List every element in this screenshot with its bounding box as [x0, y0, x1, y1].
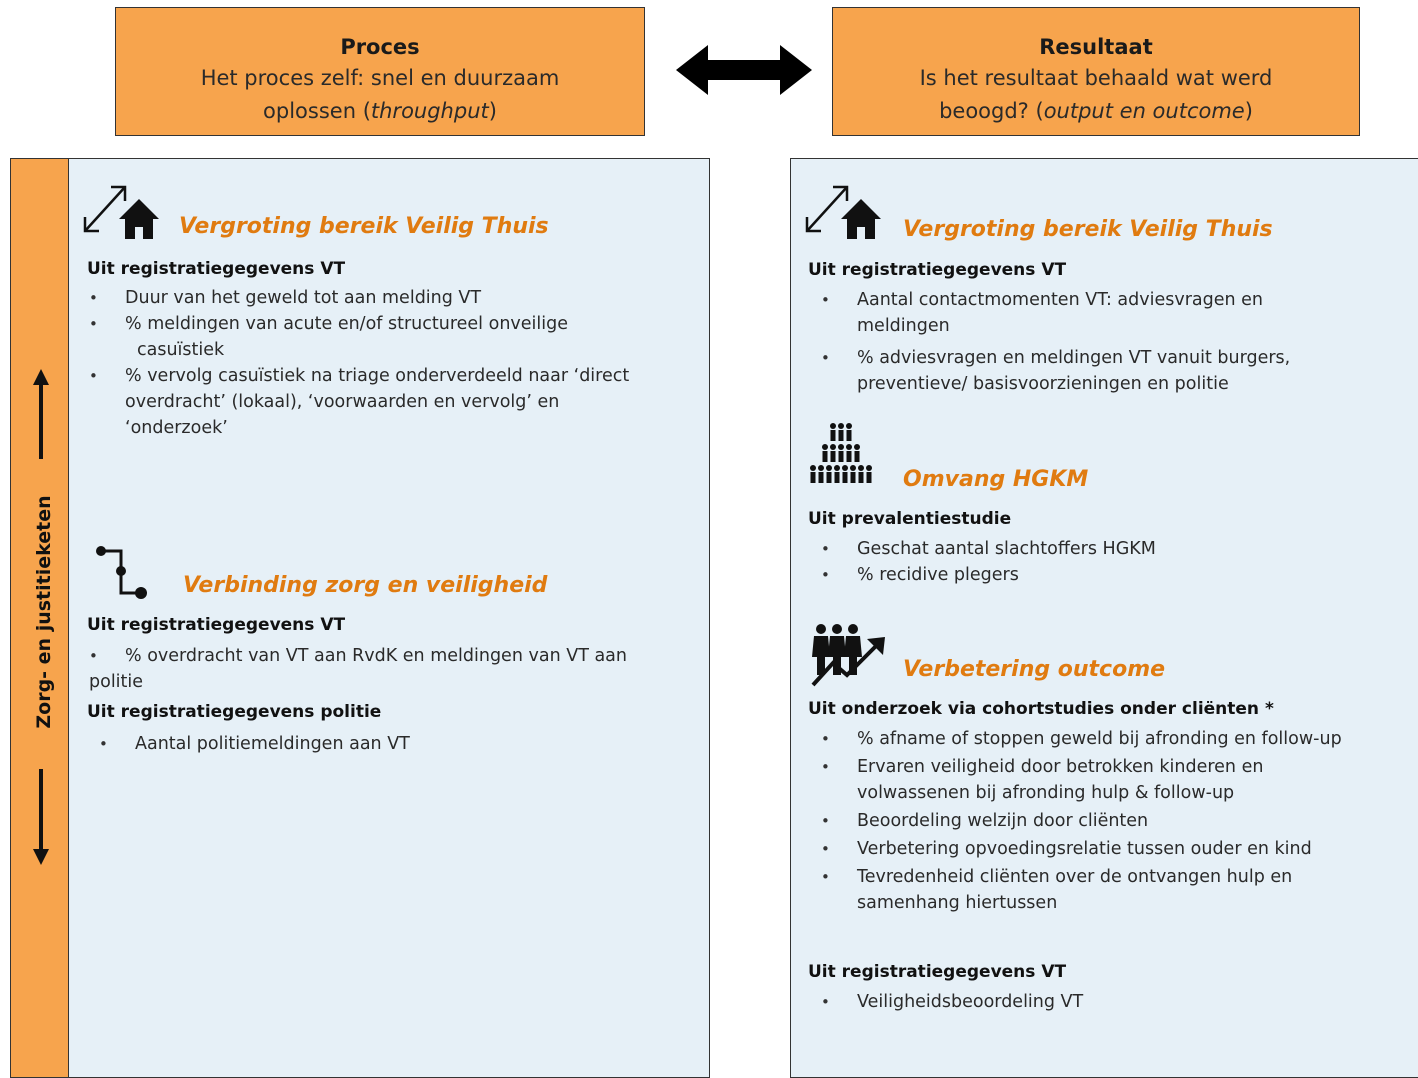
- list-item: % recidive plegers: [821, 562, 1407, 588]
- left-verbinding-source2: Uit registratiegegevens politie: [87, 702, 382, 722]
- double-arrow-icon: [676, 45, 812, 95]
- list-item: Beoordeling welzijn door cliënten: [821, 808, 1413, 834]
- people-growth-icon: [811, 624, 885, 687]
- proces-line1: Het proces zelf: snel en duurzaam: [200, 66, 560, 90]
- list-item: % adviesvragen en meldingen VT vanuit bu…: [821, 345, 1407, 371]
- list-item: meldingen: [857, 316, 950, 336]
- right-bereik-title: Vergroting bereik Veilig Thuis: [903, 217, 1273, 242]
- right-outcome-source1: Uit onderzoek via cohortstudies onder cl…: [808, 699, 1274, 719]
- right-outcome-source2: Uit registratiegegevens VT: [808, 962, 1067, 982]
- left-panel: Vergroting bereik Veilig Thuis Uit regis…: [68, 158, 710, 1078]
- right-panel: Vergroting bereik Veilig Thuis Uit regis…: [790, 158, 1418, 1078]
- list-item: % overdracht van VT aan RvdK en meldinge…: [89, 643, 695, 669]
- sidebar-label: Zorg- en justitieketen: [33, 495, 55, 729]
- list-item: Aantal politiemeldingen aan VT: [99, 731, 695, 757]
- list-item: ‘onderzoek’: [125, 418, 228, 438]
- expand-home-icon: [805, 185, 881, 239]
- left-verbinding-title: Verbinding zorg en veiligheid: [183, 573, 548, 598]
- chain-sidebar: [10, 158, 70, 1078]
- right-outcome-title: Verbetering outcome: [903, 657, 1166, 682]
- list-item: volwassenen bij afronding hulp & follow-…: [857, 783, 1235, 803]
- right-outcome-list2: Veiligheidsbeoordeling VT: [821, 989, 1407, 1015]
- proces-line2: oplossen (throughput): [263, 99, 497, 123]
- left-bereik-source: Uit registratiegegevens VT: [87, 259, 346, 279]
- resultaat-title: Resultaat: [1039, 35, 1153, 59]
- list-item: politie: [89, 672, 144, 692]
- list-item: samenhang hiertussen: [857, 893, 1058, 913]
- list-item: % meldingen van acute en/of structureel …: [89, 311, 695, 337]
- resultaat-box: Resultaat Is het resultaat behaald wat w…: [832, 7, 1360, 136]
- connection-path-icon: [96, 546, 147, 599]
- list-item: Verbetering opvoedingsrelatie tussen oud…: [821, 836, 1413, 862]
- right-omvang-title: Omvang HGKM: [903, 467, 1089, 492]
- right-bereik-list: Aantal contactmomenten VT: adviesvragen …: [821, 287, 1407, 397]
- left-bereik-title: Vergroting bereik Veilig Thuis: [179, 214, 549, 239]
- list-item: preventieve/ basisvoorzieningen en polit…: [857, 374, 1229, 394]
- right-bereik-source: Uit registratiegegevens VT: [808, 260, 1067, 280]
- list-item: casuïstiek: [137, 340, 225, 360]
- left-bereik-list: Duur van het geweld tot aan melding VT %…: [89, 285, 695, 441]
- expand-home-icon: [83, 185, 159, 239]
- list-item: Duur van het geweld tot aan melding VT: [89, 285, 695, 311]
- arrow-up-icon: [33, 369, 49, 459]
- list-item: overdracht’ (lokaal), ‘voorwaarden en ve…: [125, 392, 560, 412]
- list-item: Veiligheidsbeoordeling VT: [821, 989, 1407, 1015]
- list-item: Geschat aantal slachtoffers HGKM: [821, 536, 1407, 562]
- left-verbinding-list1: % overdracht van VT aan RvdK en meldinge…: [89, 643, 695, 695]
- list-item: % vervolg casuïstiek na triage onderverd…: [89, 363, 695, 389]
- right-omvang-source: Uit prevalentiestudie: [808, 509, 1012, 529]
- crowd-icon: [810, 423, 872, 483]
- list-item: Ervaren veiligheid door betrokken kinder…: [821, 754, 1413, 780]
- list-item: % afname of stoppen geweld bij afronding…: [821, 726, 1413, 752]
- resultaat-line2: beoogd? (output en outcome): [939, 99, 1253, 123]
- list-item: Aantal contactmomenten VT: adviesvragen …: [821, 287, 1407, 313]
- resultaat-line1: Is het resultaat behaald wat werd: [919, 66, 1273, 90]
- proces-box: Proces Het proces zelf: snel en duurzaam…: [115, 7, 645, 136]
- list-item: Tevredenheid cliënten over de ontvangen …: [821, 864, 1413, 890]
- proces-title: Proces: [340, 35, 420, 59]
- left-verbinding-source1: Uit registratiegegevens VT: [87, 615, 346, 635]
- arrow-down-icon: [33, 769, 49, 865]
- right-omvang-list: Geschat aantal slachtoffers HGKM % recid…: [821, 536, 1407, 588]
- right-outcome-list1: % afname of stoppen geweld bij afronding…: [821, 726, 1413, 916]
- left-verbinding-list2: Aantal politiemeldingen aan VT: [99, 731, 695, 757]
